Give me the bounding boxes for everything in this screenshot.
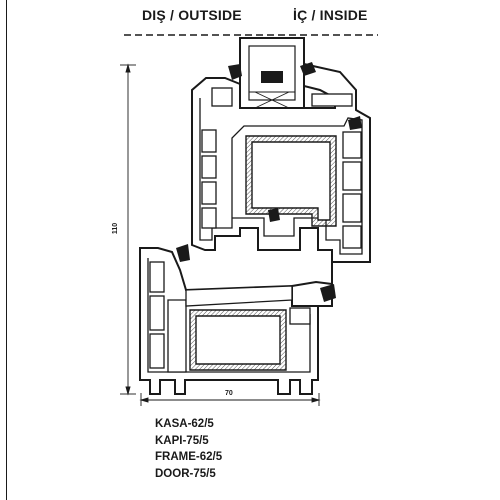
width-dimension-line: [139, 393, 321, 406]
inside-label: İÇ / INSIDE: [293, 7, 368, 23]
caption-kasa: KASA-62/5: [155, 418, 214, 430]
height-dimension-value: 110: [112, 222, 120, 235]
sash-steel-reinforcement: [245, 135, 337, 227]
glazing-glass: [239, 37, 305, 109]
page-border: [0, 0, 7, 500]
height-dimension-line: [120, 63, 136, 396]
caption-door: DOOR-75/5: [155, 467, 216, 480]
profile-caption-list: KASA-62/5 KAPI-75/5 FRAME-62/5 DOOR-75/5: [155, 416, 222, 482]
frame-steel-reinforcement: [189, 309, 287, 371]
caption-frame: FRAME-62/5: [155, 451, 223, 463]
threshold-outline: [291, 262, 333, 307]
caption-kapi: KAPI-75/5: [155, 434, 209, 447]
width-dimension-value: 70: [225, 390, 233, 397]
outside-label: DIŞ / OUTSIDE: [142, 7, 242, 23]
